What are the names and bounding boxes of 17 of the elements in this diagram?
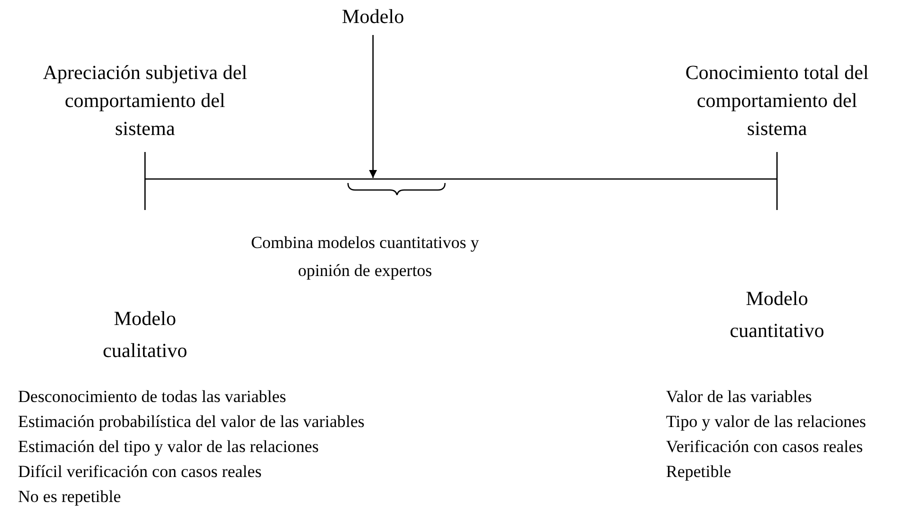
list-item: Valor de las variables xyxy=(666,386,812,408)
list-item: Estimación probabilística del valor de las variables xyxy=(18,411,364,433)
list-item: Tipo y valor de las relaciones xyxy=(666,411,866,433)
model-label: Modelo cualitativo xyxy=(102,307,188,364)
list-item: Estimación del tipo y valor de las relaciones xyxy=(18,436,319,458)
list-item: Repetible xyxy=(666,461,732,483)
scale-end-label: Conocimiento total del comportamiento del sistema xyxy=(684,61,870,142)
range-label: Combina modelos cuantitativos y opinión de expertos xyxy=(250,232,480,282)
arrow xyxy=(369,35,377,178)
scale-end-label: Apreciación subjetiva del comportamiento del sistema xyxy=(42,61,248,142)
model-label: Modelo cuantitativo xyxy=(728,287,826,344)
node-label: Modelo xyxy=(313,4,433,31)
list-item: Difícil verificación con casos reales xyxy=(18,461,262,483)
list-item: Desconocimiento de todas las variables xyxy=(18,386,286,408)
list-item: Verificación con casos reales xyxy=(666,436,863,458)
scale-line xyxy=(144,151,778,211)
list-item: No es repetible xyxy=(18,486,121,508)
